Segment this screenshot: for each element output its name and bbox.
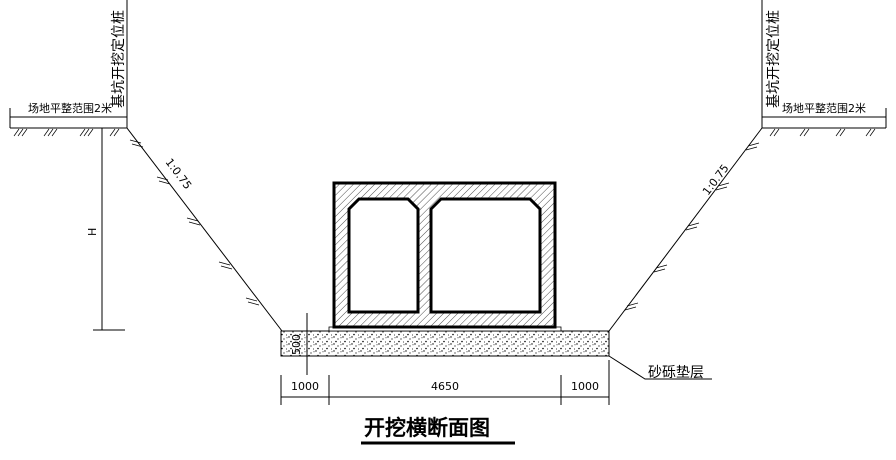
cushion-leader	[608, 355, 712, 380]
dim-left: 1000	[291, 380, 319, 393]
depth-label: H	[86, 228, 99, 236]
box-culvert	[332, 181, 557, 329]
bottom-dimensions: 1000 4650 1000	[280, 360, 610, 405]
right-ground	[608, 0, 886, 332]
dim-middle: 4650	[431, 380, 459, 393]
left-slope-ratio: 1:0.75	[163, 156, 195, 192]
right-slope	[608, 127, 763, 332]
drawing-title: 开挖横断面图	[364, 416, 490, 440]
left-ground	[10, 0, 283, 332]
dim-right: 1000	[571, 380, 599, 393]
left-stake-label: 基坑开挖定位桩	[110, 10, 127, 108]
cushion-thickness-label: 500	[290, 334, 303, 355]
right-stake-label: 基坑开挖定位桩	[765, 10, 782, 108]
cushion-label: 砂砾垫层	[648, 365, 704, 381]
left-site-range-label: 场地平整范围2米	[28, 101, 112, 115]
gravel-cushion	[280, 330, 610, 357]
right-site-range-label: 场地平整范围2米	[782, 101, 866, 115]
right-slope-ratio: 1:0.75	[700, 162, 732, 198]
left-slope	[126, 127, 283, 332]
